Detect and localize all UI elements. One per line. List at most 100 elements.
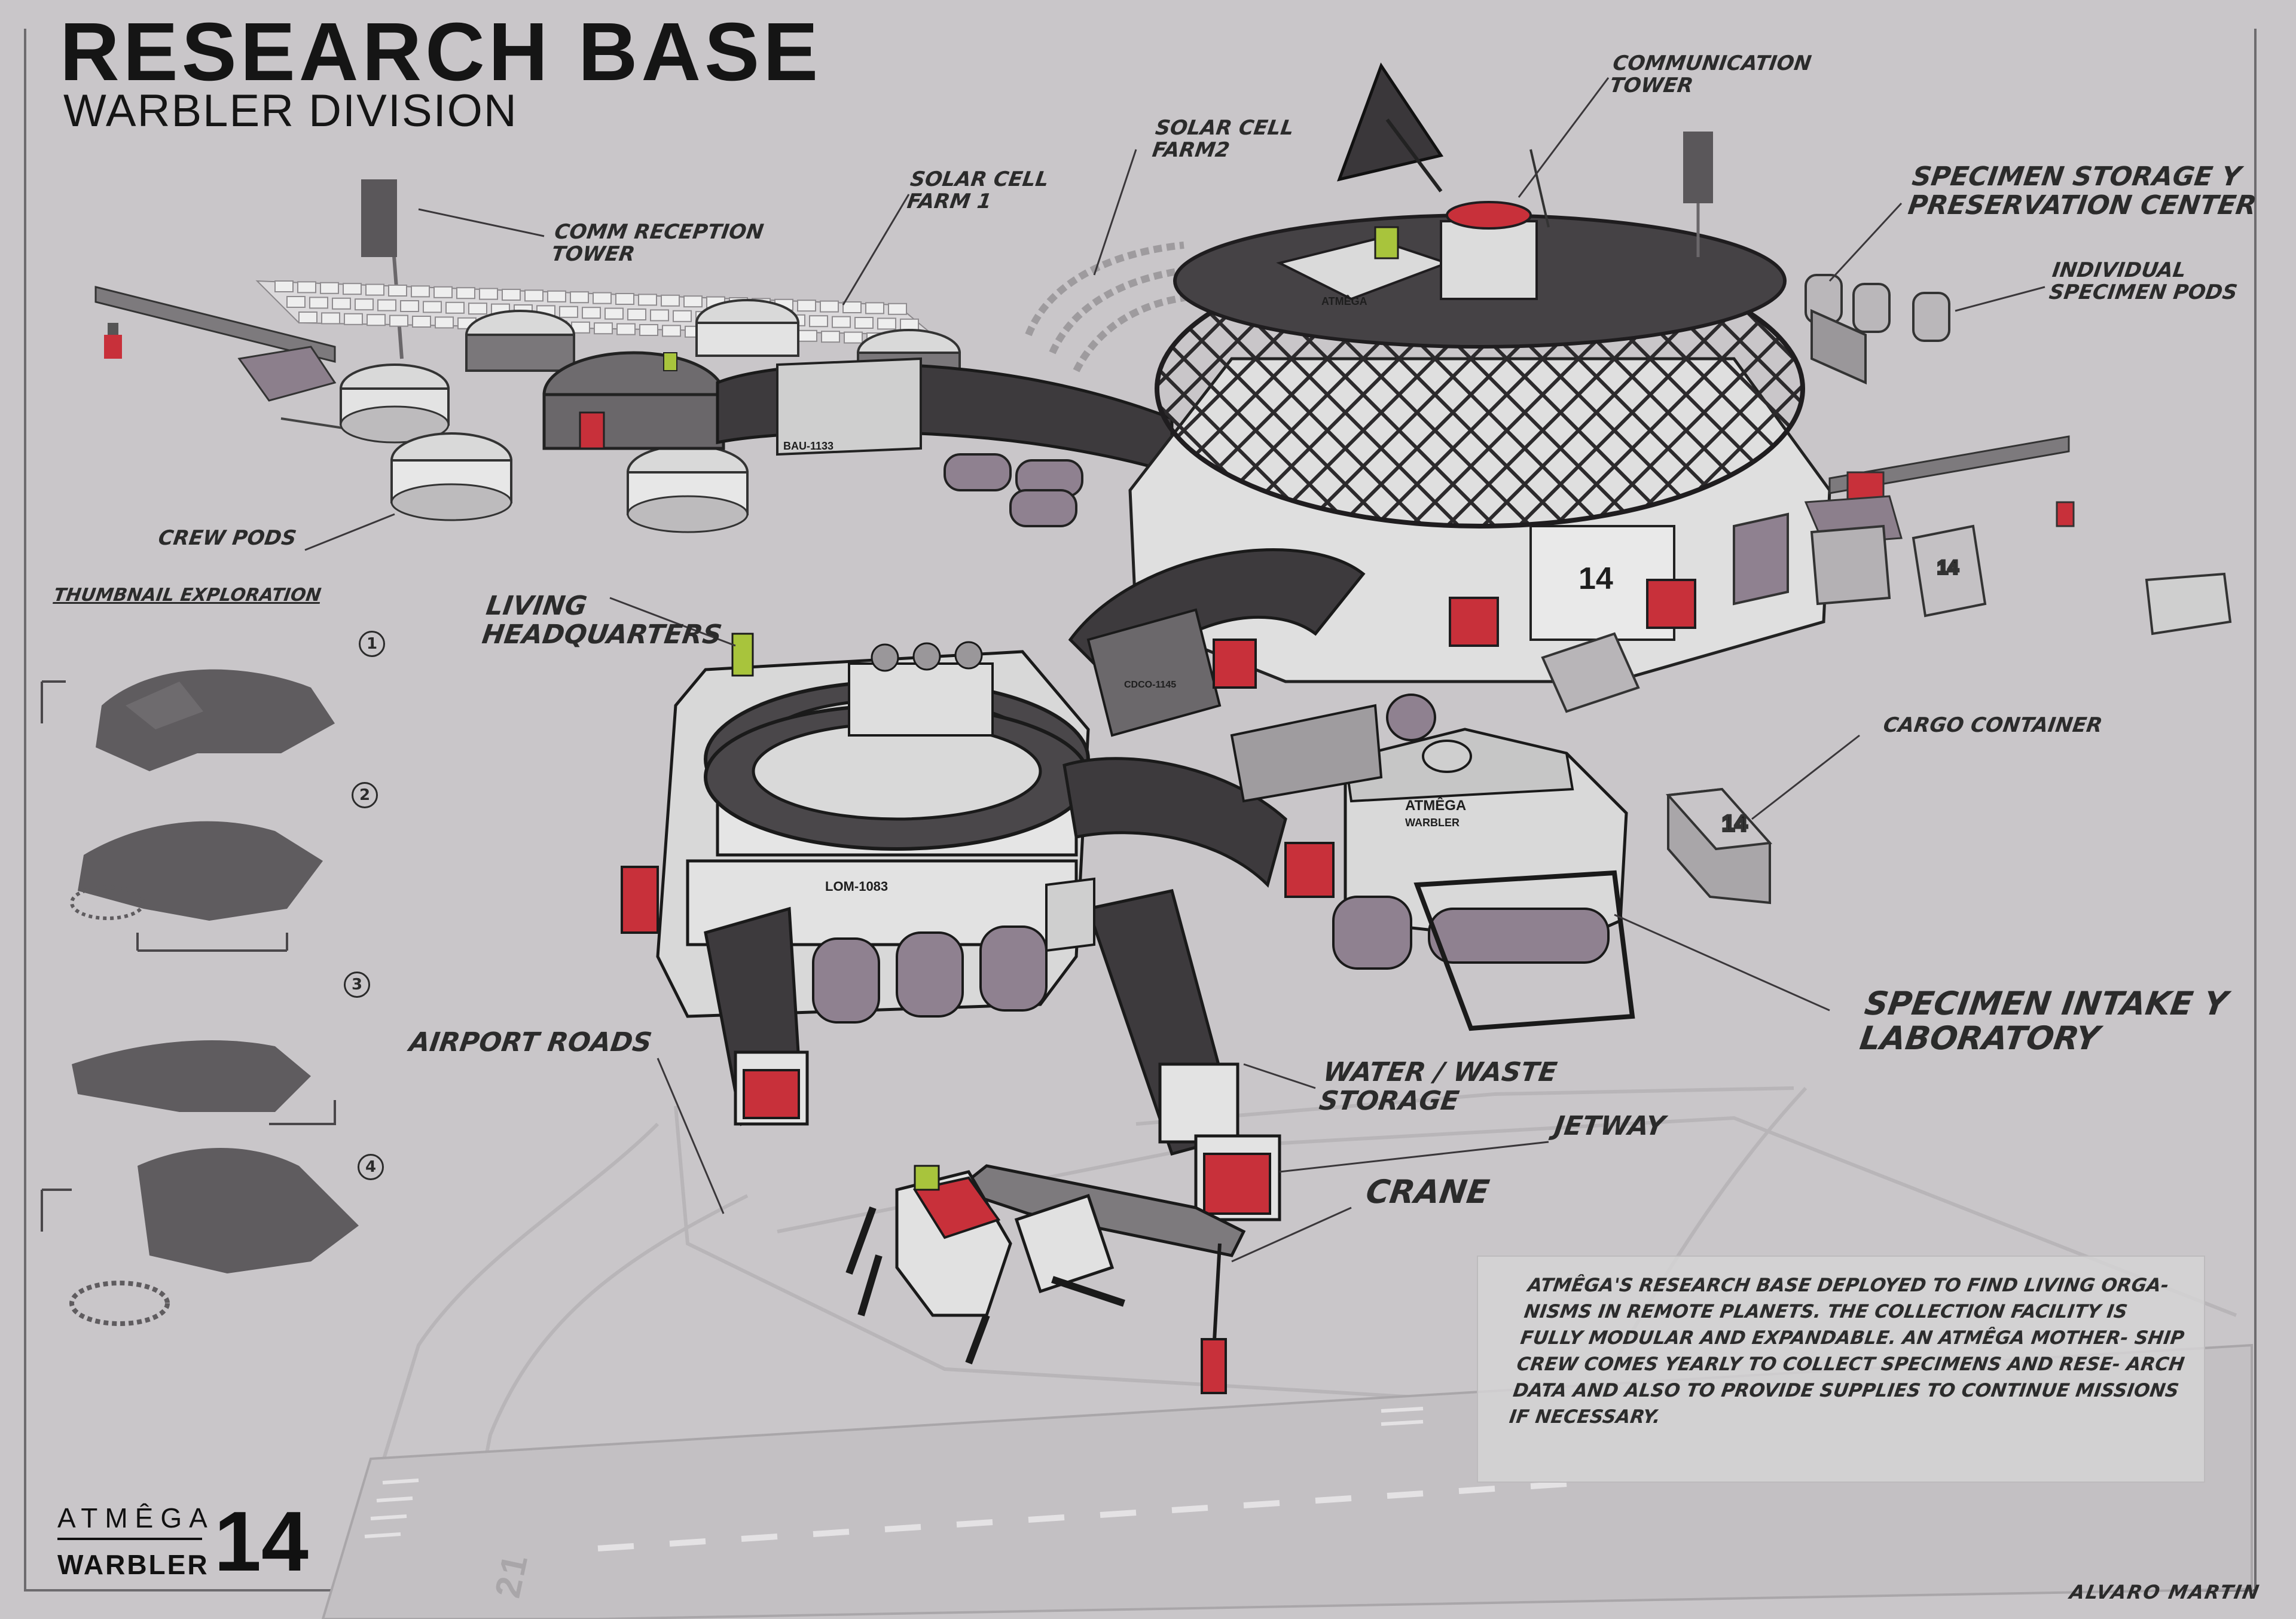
solar-panel: [433, 286, 453, 298]
solar-panel: [627, 308, 646, 320]
solar-panel: [400, 300, 419, 312]
page-title: RESEARCH BASE: [60, 6, 822, 98]
solar-panel: [570, 291, 589, 304]
leader-lines: [304, 77, 2045, 1263]
solar-panel: [604, 307, 624, 320]
logo-divider: [57, 1538, 202, 1540]
crane-top-left: [94, 286, 337, 402]
label-crew-pods: CREW PODS: [157, 526, 298, 550]
solar-panel: [388, 285, 407, 297]
solar-panel: [412, 316, 431, 328]
page-subtitle: WARBLER DIVISION: [63, 85, 518, 136]
connector-tube-upper: BAU-1133: [716, 357, 1174, 475]
solar-panel: [582, 307, 601, 319]
solar-panel: [309, 297, 328, 309]
container-number: 14: [1722, 811, 1747, 836]
solar-panel: [683, 295, 703, 308]
solar-farm-2: [1025, 242, 1202, 372]
thumbnail-number-4: 4: [358, 1154, 384, 1180]
thumbnail-number-3: 3: [344, 972, 370, 998]
solar-panel: [809, 315, 828, 328]
solar-panel: [377, 299, 396, 311]
solar-panel: [900, 318, 919, 331]
dome-brand-tag: ATMÊGA: [1321, 295, 1367, 307]
upper-hub: [542, 351, 725, 450]
label-solar-cell-farm-1: SOLAR CELL FARM 1: [905, 167, 1051, 213]
tube-code-tag: CDCO-1145: [1124, 680, 1176, 690]
label-jetway: JETWAY: [1552, 1111, 1667, 1141]
solar-panel: [320, 282, 339, 294]
solar-panel: [286, 296, 306, 308]
solar-panel: [321, 312, 340, 325]
cargo-containers: 14: [1541, 632, 1773, 905]
solar-panel: [456, 287, 475, 300]
solar-panel: [297, 281, 316, 294]
solar-panel: [524, 289, 544, 302]
airport-crane: [845, 1164, 1246, 1394]
solar-panel: [673, 310, 692, 322]
solar-panel: [355, 298, 374, 311]
solar-panel: [479, 288, 498, 300]
solar-panel: [615, 293, 634, 305]
solar-panel: [798, 329, 817, 342]
logo-number: 14: [214, 1494, 309, 1589]
solar-panel: [639, 324, 658, 336]
solar-panel: [435, 316, 454, 329]
description-text: ATMÊGA'S RESEARCH BASE DEPLOYED TO FIND …: [1508, 1275, 2186, 1428]
label-thumbnail-exploration: THUMBNAIL EXPLORATION: [52, 585, 323, 606]
label-individual-specimen-pods: INDIVIDUAL SPECIMEN PODS: [2047, 258, 2239, 304]
crane-right: [1804, 435, 2075, 545]
lab-division-tag: WARBLER: [1405, 817, 1460, 829]
solar-panel: [332, 297, 351, 310]
right-containers: 14: [1733, 512, 2232, 636]
solar-panel: [662, 325, 681, 337]
specimen-pods: [1805, 274, 1950, 385]
solar-panel: [638, 294, 657, 306]
label-airport-roads: AIRPORT ROADS: [407, 1027, 654, 1058]
solar-panel: [389, 314, 408, 327]
right-comm-tower: [1683, 132, 1713, 257]
specimen-lab: ATMÊGA WARBLER: [1230, 694, 1635, 1031]
label-solar-cell-farm-2: SOLAR CELL FARM2: [1150, 116, 1296, 162]
communication-tower-dish: [1337, 62, 1550, 228]
lab-brand-tag: ATMÊGA: [1405, 797, 1466, 814]
thumbnail-number-2: 2: [352, 782, 378, 808]
label-specimen-storage: SPECIMEN STORAGE Y PRESERVATION CENTER: [1906, 161, 2259, 221]
solar-panel: [854, 317, 874, 329]
label-cargo-container: CARGO CONTAINER: [1882, 713, 2104, 737]
solar-panel: [423, 301, 442, 313]
solar-panel: [877, 317, 896, 330]
solar-panel: [365, 283, 384, 296]
solar-panel: [559, 306, 578, 318]
jetways: [704, 877, 1281, 1221]
solar-panel: [445, 301, 465, 314]
solar-panel: [821, 331, 840, 343]
living-headquarters: LOM-1083: [621, 633, 1090, 1018]
solar-panel: [820, 300, 839, 313]
label-living-headquarters: LIVING HEADQUARTERS: [480, 591, 724, 650]
solar-panel: [888, 303, 907, 315]
logo-brand: ATMÊGA: [57, 1502, 215, 1534]
thumbnail-number-1: 1: [359, 631, 385, 657]
water-waste-tanks: [812, 925, 1048, 1024]
solar-panel: [661, 294, 680, 307]
solar-panel: [594, 322, 613, 335]
solar-panel: [650, 309, 669, 322]
solar-panel: [411, 285, 430, 298]
solar-panel: [842, 301, 862, 313]
solar-panel: [593, 292, 612, 304]
label-communication-tower: COMMUNICATION TOWER: [1608, 51, 1813, 97]
label-water-waste-storage: WATER / WASTE STORAGE: [1317, 1057, 1559, 1116]
solar-panel: [502, 289, 521, 301]
connector-tube-lab: [1062, 757, 1335, 898]
description-panel: [1477, 1256, 2205, 1483]
thumbnail-sketches: [69, 669, 359, 1326]
solar-panel: [844, 331, 863, 344]
artist-signature: ALVARO MARTIN: [2068, 1581, 2262, 1603]
solar-panel: [832, 316, 851, 328]
solar-panel: [468, 303, 487, 315]
module-lom-tag: LOM-1083: [825, 879, 888, 894]
solar-panel: [298, 311, 317, 323]
dome-number: 14: [1578, 561, 1613, 596]
